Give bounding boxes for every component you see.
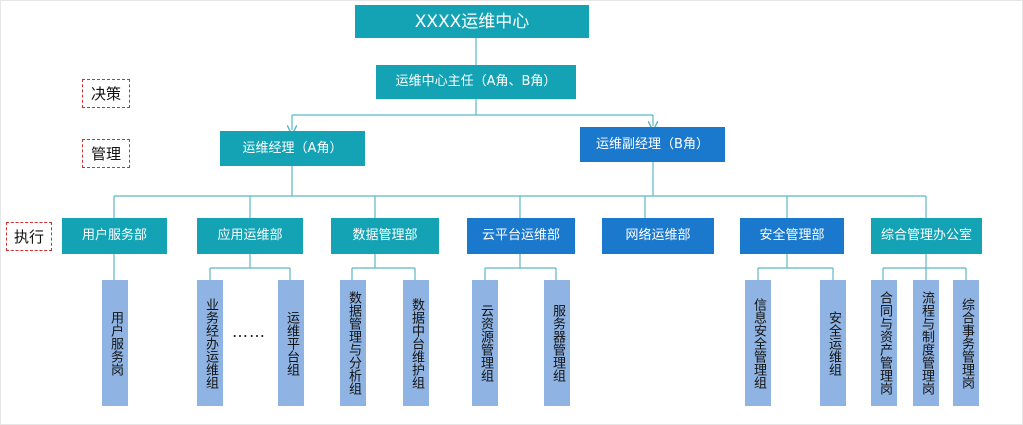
level-management: 管理	[82, 139, 130, 168]
team-user-service-post: 用户服务岗	[102, 280, 128, 406]
team-label: 综合事务管理岗	[959, 297, 974, 389]
team-cloud-resource: 云资源管理组	[472, 280, 498, 406]
team-label: 信息安全管理组	[751, 297, 766, 389]
team-label: 业务经办运维组	[203, 297, 218, 389]
team-label: 服务器管理组	[550, 304, 565, 382]
dept-general-office: 综合管理办公室	[871, 218, 982, 254]
team-label: 用户服务岗	[108, 310, 123, 376]
level-execution: 执行	[6, 222, 52, 251]
ellipsis-more-teams: ……	[232, 322, 266, 341]
dept-data-mgmt: 数据管理部	[331, 218, 439, 254]
team-data-analysis: 数据管理与分析组	[340, 280, 366, 406]
manager-a-box: 运维经理（A角）	[220, 131, 365, 166]
team-label: 安全运维组	[826, 310, 841, 376]
team-label: 数据中台维护组	[409, 297, 424, 389]
dept-cloud-ops: 云平台运维部	[467, 218, 575, 254]
org-title-box: XXXX运维中心	[355, 5, 589, 38]
team-data-center: 数据中台维护组	[403, 280, 429, 406]
manager-b-box: 运维副经理（B角）	[580, 127, 725, 162]
team-label: 合同与资产管理岗	[877, 291, 892, 395]
team-label: 数据管理与分析组	[346, 291, 361, 395]
dept-app-ops: 应用运维部	[197, 218, 303, 254]
team-label: 云资源管理组	[478, 304, 493, 382]
team-label: 运维平台组	[284, 310, 299, 376]
dept-security-mgmt: 安全管理部	[740, 218, 844, 254]
team-label: 流程与制度管理岗	[919, 291, 934, 395]
dept-network-ops: 网络运维部	[602, 218, 714, 254]
team-business-ops: 业务经办运维组	[197, 280, 223, 406]
team-platform-ops: 运维平台组	[278, 280, 304, 406]
level-decision: 决策	[82, 79, 130, 108]
dept-user-service: 用户服务部	[62, 218, 167, 254]
team-info-security: 信息安全管理组	[745, 280, 771, 406]
team-server-mgmt: 服务器管理组	[544, 280, 570, 406]
team-contract-asset: 合同与资产管理岗	[871, 280, 897, 406]
director-box: 运维中心主任（A角、B角）	[376, 65, 576, 99]
team-security-ops: 安全运维组	[820, 280, 846, 406]
team-general-affairs: 综合事务管理岗	[953, 280, 979, 406]
team-process-system: 流程与制度管理岗	[913, 280, 939, 406]
